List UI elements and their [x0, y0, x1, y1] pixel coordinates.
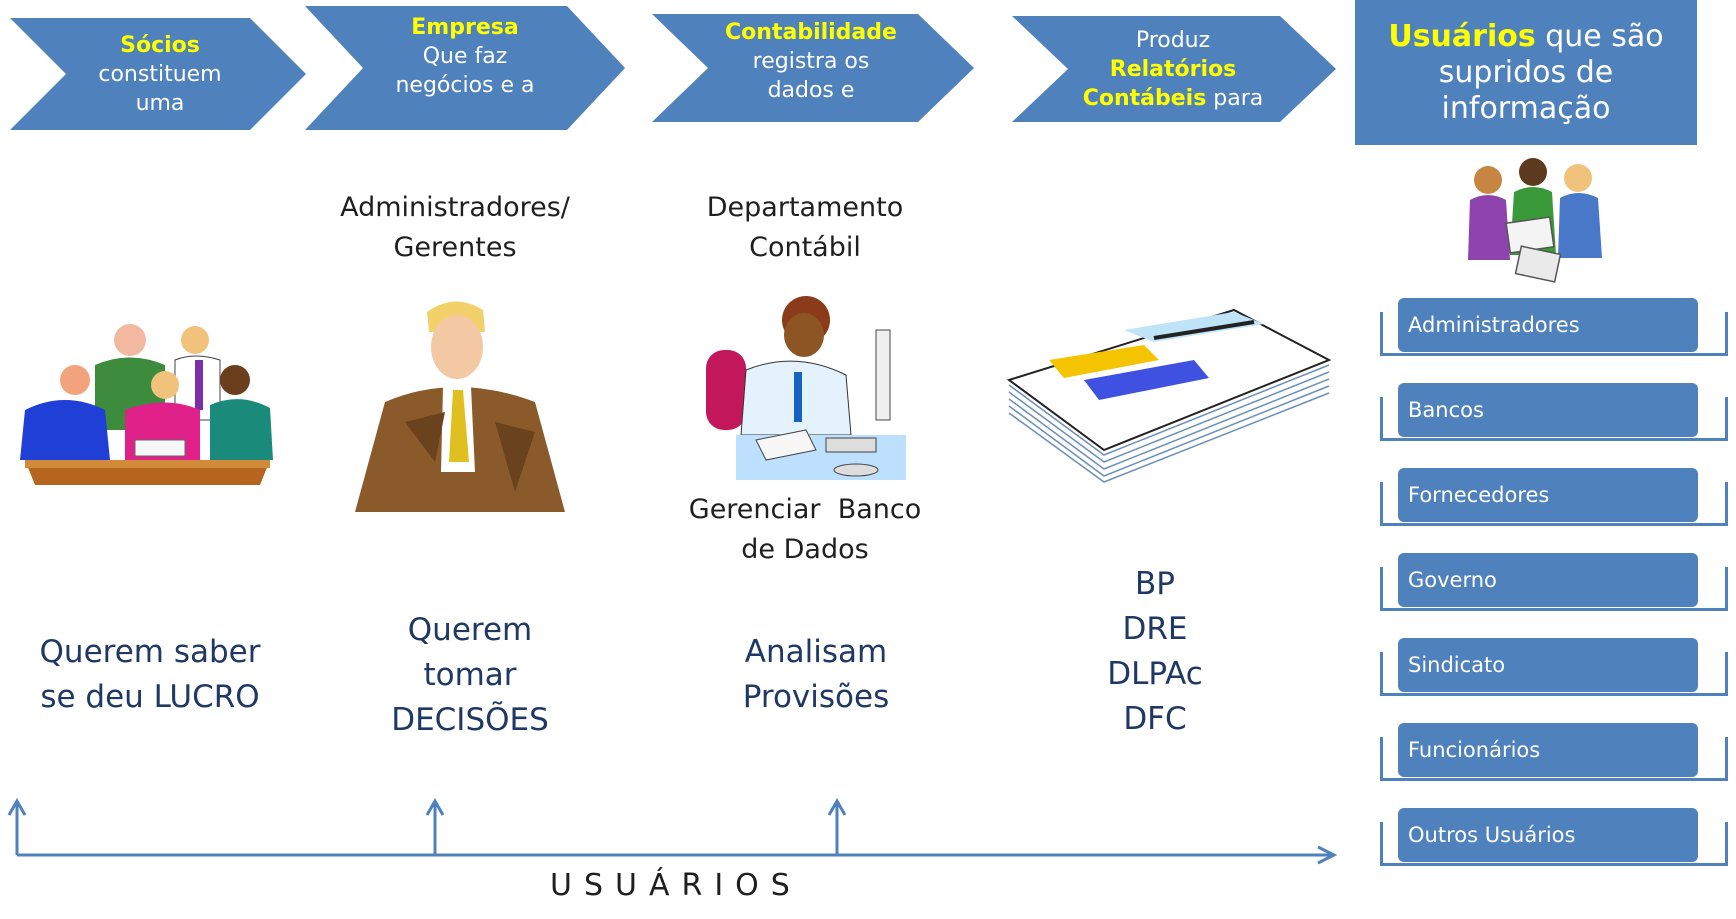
chevron-empresa-text: Empresa Que faz negócios e a: [395, 14, 535, 98]
reports-stack-icon: [1006, 308, 1332, 483]
users-axis-arrows: [7, 797, 1338, 865]
chevron-contabilidade: [652, 14, 974, 122]
users-box: Usuários que são supridos de informação: [1355, 0, 1697, 145]
user-item-funcionarios: Funcionários: [1380, 723, 1728, 781]
user-item-administradores: Administradores: [1380, 298, 1728, 356]
admin-gerentes-label: Administradores/Gerentes: [340, 192, 570, 263]
user-item-bancos: Bancos: [1380, 383, 1728, 441]
chevron-socios-text: Sócios constituem uma: [98, 32, 222, 116]
chevron-contabilidade-text: Contabilidade registra os dados e: [725, 19, 897, 103]
business-people-icon: [1468, 158, 1602, 283]
user-item-sindicato: Sindicato: [1380, 638, 1728, 696]
meeting-people-icon: [20, 324, 273, 485]
chevron-relatorios: [1012, 16, 1336, 122]
axis-label-usuarios: USUÁRIOS: [550, 868, 802, 903]
user-item-governo: Governo: [1380, 553, 1728, 611]
accountant-icon: [706, 296, 906, 480]
user-item-fornecedores: Fornecedores: [1380, 468, 1728, 526]
chevron-socios: [10, 18, 306, 130]
user-item-outros-usuarios: Outros Usuários: [1380, 808, 1728, 866]
chevron-empresa: [305, 6, 625, 130]
businessman-icon: [355, 301, 565, 512]
chevron-relatorios-text: Produz Relatórios Contábeis para: [1082, 27, 1264, 111]
